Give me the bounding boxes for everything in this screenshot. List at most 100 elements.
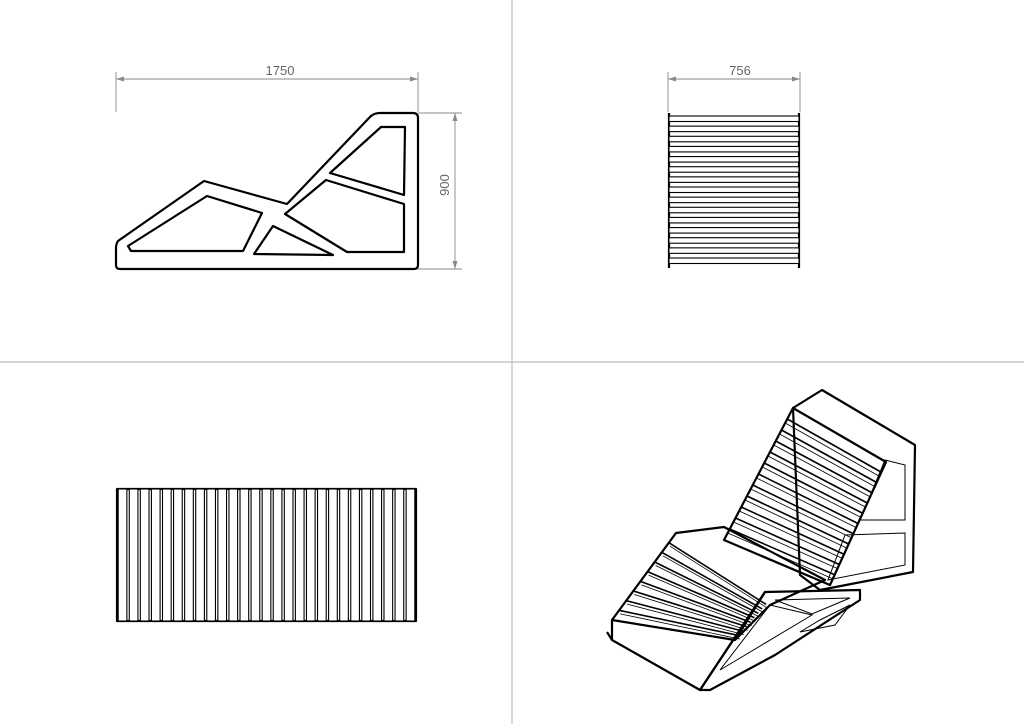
isometric-view <box>606 388 917 692</box>
iso-seat-slat-edge <box>648 574 756 622</box>
width-dimension-side: 756 <box>667 63 801 112</box>
iso-seat-slat <box>654 561 759 615</box>
top-slat <box>405 488 416 622</box>
height-dimension-label: 900 <box>437 174 452 196</box>
top-slat <box>161 488 172 622</box>
top-slat <box>272 488 283 622</box>
iso-back-slat-edge <box>727 532 833 580</box>
iso-back-slat-edge <box>779 433 875 487</box>
iso-back-slat-edge <box>744 499 847 549</box>
iso-seat-slat-edge <box>662 555 764 613</box>
top-slat <box>150 488 161 622</box>
side-slat <box>668 115 800 123</box>
top-slat <box>361 488 372 622</box>
side-width-dimension-label: 756 <box>729 63 751 78</box>
top-slat <box>228 488 239 622</box>
iso-back-slat <box>740 506 845 555</box>
front-opening-middle <box>283 178 406 254</box>
height-dimension-front: 900 <box>418 112 462 270</box>
iso-foot <box>606 631 613 641</box>
iso-back-slats <box>727 418 882 580</box>
iso-front-opening-b <box>774 597 851 615</box>
top-slat <box>372 488 383 622</box>
iso-back-slat-edge <box>762 466 861 518</box>
side-slat <box>668 237 800 244</box>
side-slat <box>668 125 800 133</box>
iso-seat-slat <box>618 609 740 637</box>
iso-back-slat <box>769 451 868 504</box>
iso-seat-slat-edge <box>641 584 752 627</box>
iso-back-slat <box>763 462 864 514</box>
iso-back-slat-edge <box>750 488 852 539</box>
iso-back-slat-edge <box>785 422 880 477</box>
iso-seat-slat-edge <box>620 613 740 640</box>
side-slat <box>668 206 800 214</box>
front-view: 1750 900 <box>114 63 462 271</box>
side-slat <box>668 257 800 265</box>
top-slats <box>117 488 416 622</box>
top-slat <box>250 488 261 622</box>
side-slat <box>668 247 800 254</box>
iso-seat-slat <box>668 541 767 606</box>
iso-seat-slat <box>647 570 755 619</box>
iso-back-slat-edge <box>739 510 843 559</box>
width-dimension-label: 1750 <box>266 63 295 78</box>
iso-back-slat <box>729 528 835 576</box>
iso-back-slat <box>758 473 859 525</box>
side-slat <box>668 145 800 153</box>
iso-back-slat <box>752 484 854 535</box>
front-opening-left <box>126 194 264 253</box>
top-slat <box>350 488 360 622</box>
side-slat <box>668 156 800 163</box>
iso-seat-slat <box>661 551 763 610</box>
top-slat <box>139 488 150 622</box>
side-slat <box>668 166 800 173</box>
top-slat <box>117 488 128 622</box>
width-dimension-front: 1750 <box>115 63 419 112</box>
top-slat <box>217 488 228 622</box>
top-slat <box>184 488 194 622</box>
side-view: 756 <box>667 63 801 268</box>
iso-seat-slat-edge <box>627 603 744 635</box>
iso-back-frame <box>791 388 917 592</box>
top-slat <box>195 488 205 622</box>
iso-seat-slat <box>633 590 747 628</box>
iso-back-slat-edge <box>773 444 871 498</box>
iso-seat-slat <box>640 580 751 623</box>
iso-seat-slat-edge <box>634 594 748 631</box>
iso-back-slat-edge <box>767 455 866 508</box>
top-slat <box>173 488 183 622</box>
top-slat <box>383 488 394 622</box>
side-slat <box>668 196 800 204</box>
iso-seat-slat <box>626 599 743 632</box>
iso-back-slat <box>775 440 873 494</box>
side-slat <box>668 176 800 183</box>
side-slat <box>668 135 800 143</box>
top-slat <box>283 488 294 622</box>
side-slat <box>668 186 800 194</box>
top-view <box>115 487 418 623</box>
iso-back-slat <box>781 429 878 484</box>
iso-back-slat <box>746 495 850 545</box>
iso-back-slat <box>735 517 840 566</box>
side-slats <box>668 115 800 265</box>
iso-back-slat <box>786 418 882 473</box>
iso-back-frame-opening <box>827 532 906 581</box>
front-opening-bottom <box>252 224 335 257</box>
iso-seat-slats <box>618 541 768 640</box>
iso-front-opening-a <box>719 604 814 671</box>
top-slat <box>339 488 349 622</box>
top-slat <box>294 488 305 622</box>
iso-back-slat-edge <box>733 521 838 569</box>
front-outer-frame <box>114 111 420 271</box>
front-opening-top <box>328 125 407 197</box>
top-slat <box>394 488 405 622</box>
iso-back-slat-edge <box>756 477 857 528</box>
iso-seat-slat-edge <box>655 565 760 618</box>
top-slat <box>261 488 272 622</box>
top-slat <box>316 488 327 622</box>
side-slat <box>668 216 800 224</box>
top-slat <box>305 488 316 622</box>
